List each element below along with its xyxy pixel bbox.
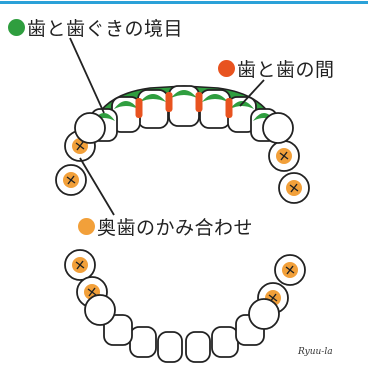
gum-line-highlight	[202, 94, 228, 102]
molar-groove	[66, 175, 76, 185]
lower-front-tooth	[157, 331, 183, 363]
lower-front-tooth	[129, 326, 157, 358]
label-gum-line: 歯と歯ぐきの境目	[8, 14, 183, 41]
gum-line-highlight	[114, 101, 138, 109]
label-between-teeth-text: 歯と歯の間	[237, 59, 335, 81]
red-dot-icon	[218, 60, 235, 77]
molar-groove	[75, 141, 85, 151]
upper-molar	[262, 112, 294, 144]
top-accent-line	[0, 1, 368, 4]
upper-teeth	[55, 85, 310, 204]
leader-gum-line	[69, 37, 105, 114]
lower-front-tooth	[103, 314, 133, 346]
gum-line-highlight	[171, 90, 197, 98]
lower-front-tooth	[211, 326, 239, 358]
between-teeth-mark	[195, 92, 203, 112]
molar-groove	[87, 287, 97, 297]
green-dot-icon	[8, 19, 25, 36]
upper-molar	[74, 112, 106, 144]
label-molar-surface-text: 奥歯のかみ合わせ	[97, 217, 254, 239]
between-teeth-mark	[135, 98, 143, 118]
between-teeth-mark	[225, 98, 233, 118]
lower-molar	[84, 294, 116, 326]
between-teeth-mark	[165, 92, 173, 112]
lower-teeth	[64, 249, 306, 363]
leader-between-teeth	[239, 79, 265, 107]
artist-signature: Ryuu-la	[298, 347, 333, 357]
label-between-teeth: 歯と歯の間	[218, 55, 335, 82]
orange-dot-icon	[78, 218, 95, 235]
label-molar-surface: 奥歯のかみ合わせ	[78, 213, 253, 240]
molar-groove	[75, 260, 85, 270]
molar-groove	[289, 183, 299, 193]
molar-groove	[285, 265, 295, 275]
lower-molar	[248, 298, 280, 330]
gum-line-highlight	[140, 94, 166, 102]
molar-groove	[279, 151, 289, 161]
lower-front-tooth	[185, 331, 211, 363]
leader-molar-surface	[79, 157, 115, 216]
leader-lines	[69, 37, 265, 216]
label-gum-line-text: 歯と歯ぐきの境目	[27, 18, 184, 40]
